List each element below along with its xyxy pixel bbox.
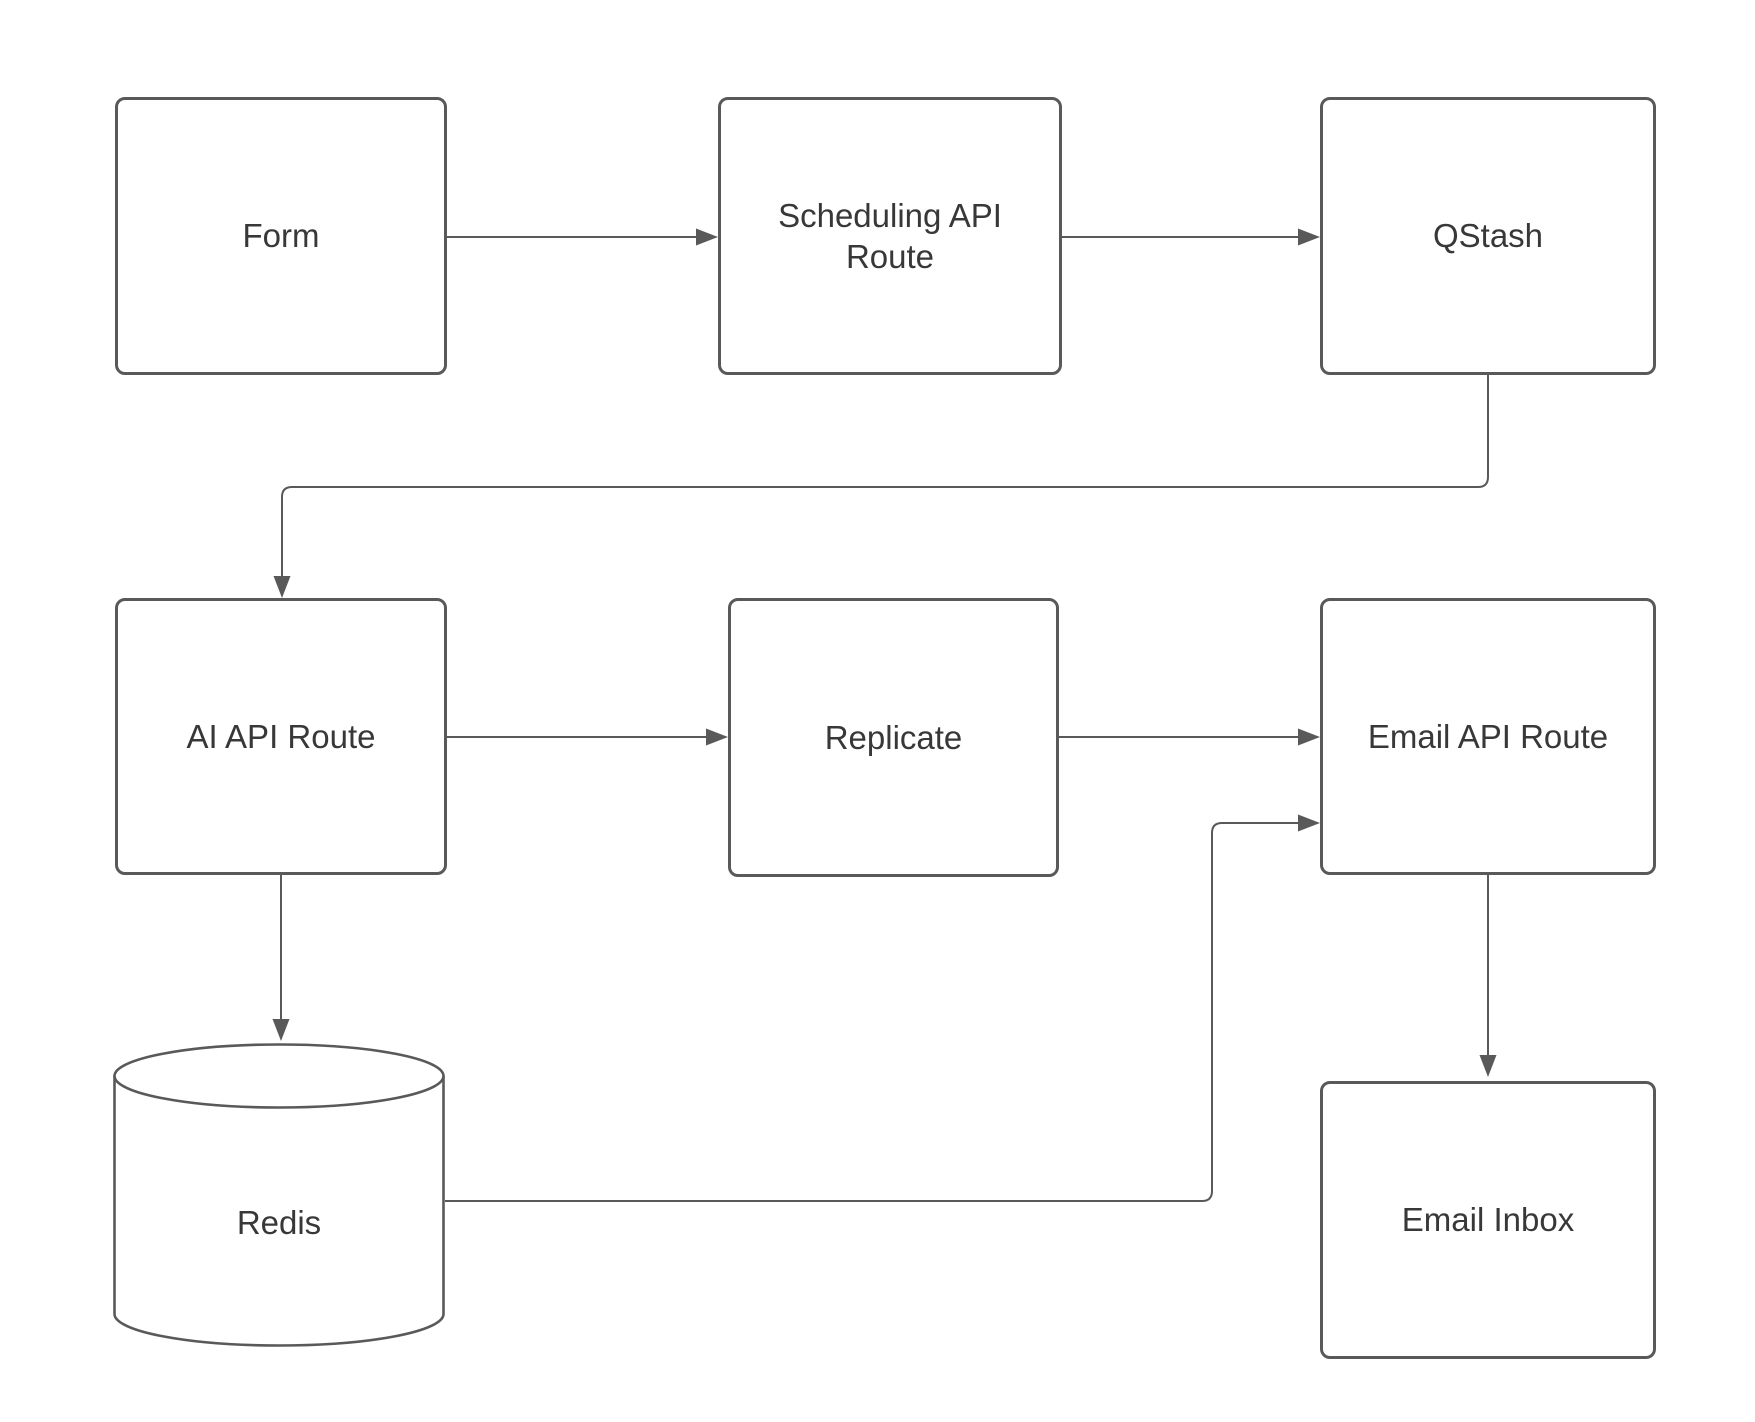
- edge-scheduling-to-qstash-arrowhead: [1298, 228, 1320, 246]
- edge-qstash-to-ai-arrowhead: [273, 576, 291, 598]
- node-email-inbox: Email Inbox: [1320, 1081, 1656, 1359]
- node-redis: Redis: [113, 1043, 445, 1347]
- node-scheduling-api-route: Scheduling API Route: [718, 97, 1062, 375]
- edge-email-to-inbox-arrowhead: [1479, 1055, 1497, 1077]
- node-ai-api-route: AI API Route: [115, 598, 447, 875]
- node-qstash: QStash: [1320, 97, 1656, 375]
- node-redis-label: Redis: [236, 1204, 322, 1242]
- node-scheduling-api-route-label: Scheduling API Route: [778, 196, 1002, 275]
- node-qstash-label: QStash: [1432, 217, 1544, 255]
- node-form-label: Form: [242, 217, 320, 255]
- edge-ai-to-replicate-arrowhead: [706, 728, 728, 746]
- node-email-inbox-label: Email Inbox: [1401, 1201, 1575, 1239]
- edge-qstash-to-ai-line: [281, 375, 1489, 576]
- node-replicate-label: Replicate: [824, 718, 963, 756]
- edge-form-to-scheduling-arrowhead: [696, 228, 718, 246]
- edge-ai-to-redis-arrowhead: [272, 1019, 290, 1041]
- node-form: Form: [115, 97, 447, 375]
- node-email-api-route-label: Email API Route: [1367, 717, 1609, 755]
- edge-redis-to-email-arrowhead: [1298, 814, 1320, 832]
- edge-replicate-to-email-arrowhead: [1298, 728, 1320, 746]
- node-replicate: Replicate: [728, 598, 1059, 877]
- node-email-api-route: Email API Route: [1320, 598, 1656, 875]
- cylinder-shape: [113, 1043, 445, 1347]
- edge-redis-to-email-line: [445, 822, 1298, 1202]
- node-ai-api-route-label: AI API Route: [186, 717, 376, 755]
